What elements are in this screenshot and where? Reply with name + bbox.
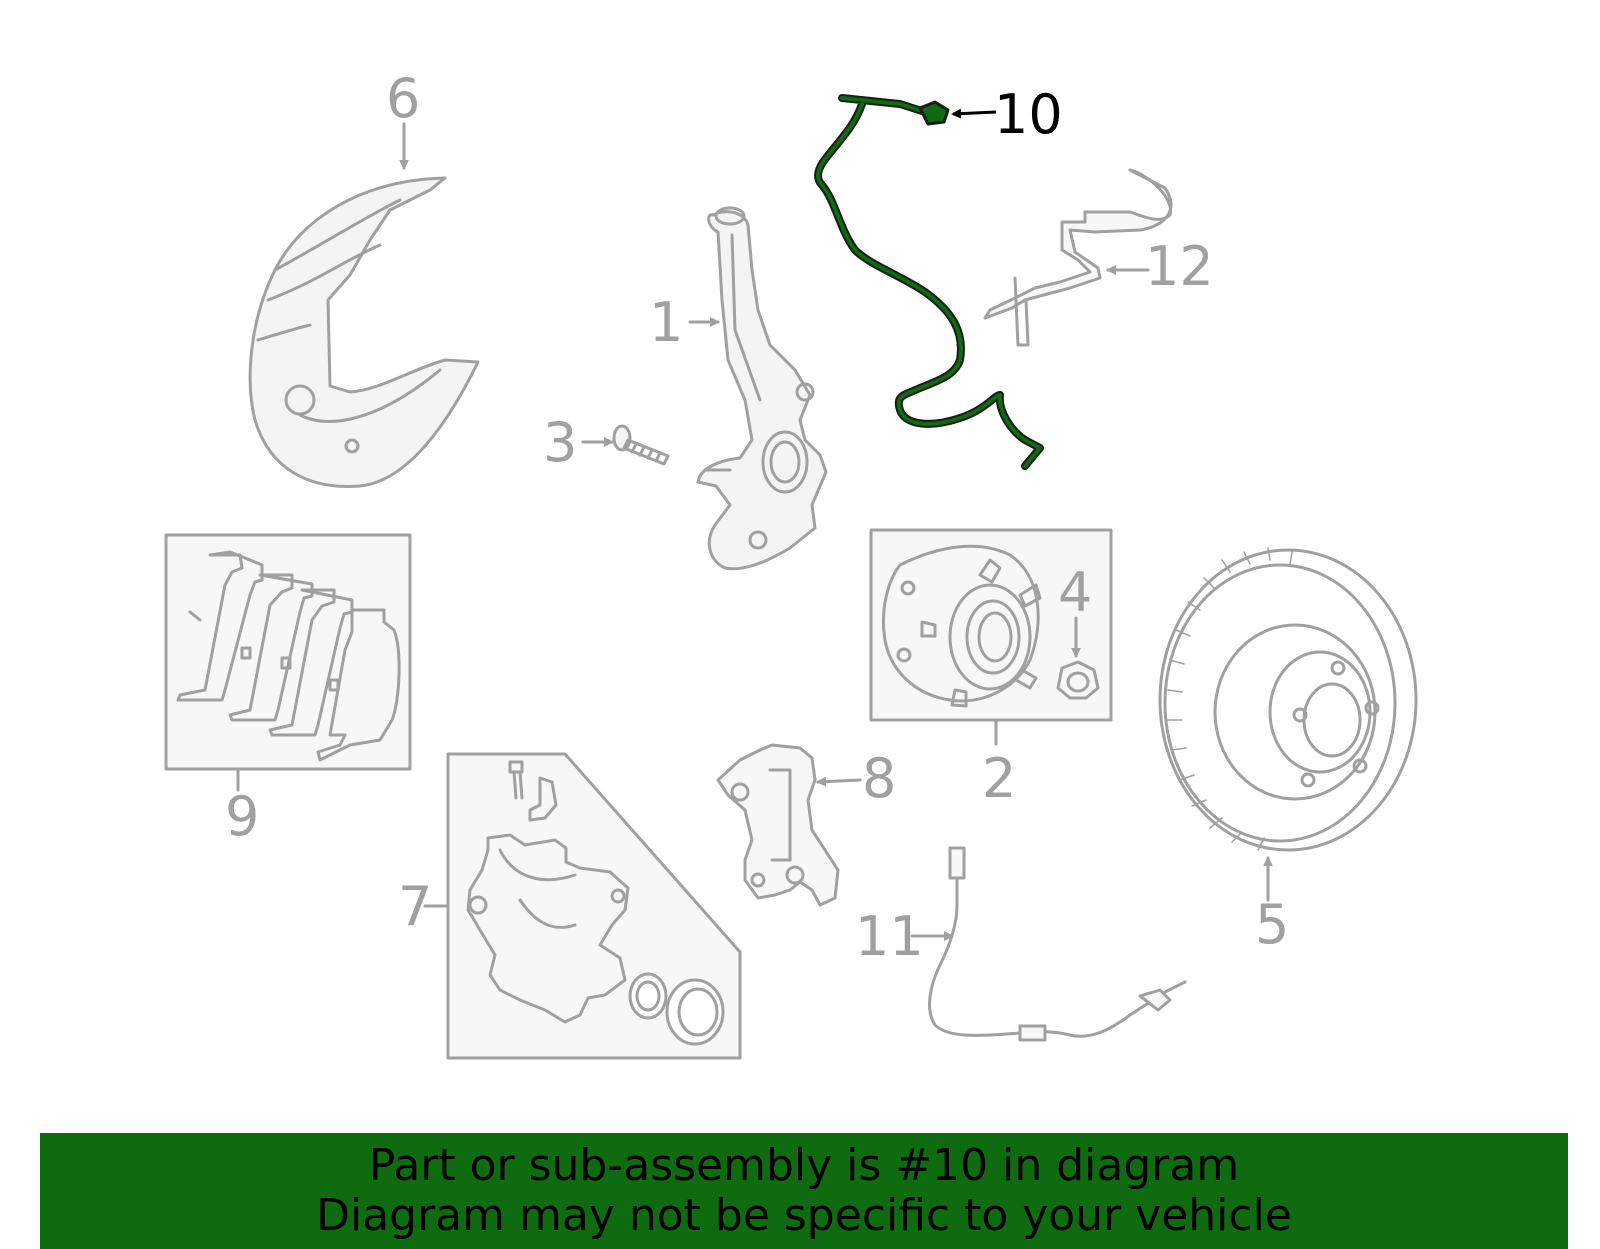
part-6-splash-shield [248,176,480,488]
callout-6[interactable]: 6 [386,67,421,130]
callout-5[interactable]: 5 [1255,893,1290,956]
part-8-caliper-bracket [716,743,840,907]
part-1-steering-knuckle [696,206,828,571]
part-2-wheel-hub [881,544,1042,708]
callout-11[interactable]: 11 [855,905,924,968]
part-7-brake-caliper [466,760,725,1046]
callout-8[interactable]: 8 [862,747,897,810]
part-12-wear-sensor [983,168,1173,347]
info-banner: Part or sub-assembly is #10 in diagram D… [40,1133,1568,1249]
part-3-bolt [612,424,670,466]
callout-12[interactable]: 12 [1145,235,1214,298]
callout-7[interactable]: 7 [398,875,433,938]
banner-line-1: Part or sub-assembly is #10 in diagram [368,1140,1240,1191]
part-9-brake-pads [176,550,401,762]
callout-1[interactable]: 1 [649,291,684,354]
part-5-brake-rotor [1158,547,1418,852]
callout-3[interactable]: 3 [543,411,578,474]
callout-10[interactable]: 10 [994,83,1063,146]
part-4-hub-nut [1056,660,1100,700]
callout-4[interactable]: 4 [1058,561,1093,624]
part-11-rear-wheel-sensor [928,846,1187,1042]
part-10-abs-sensor-harness [814,94,1044,470]
banner-line-2: Diagram may not be specific to your vehi… [316,1190,1292,1241]
callout-2[interactable]: 2 [982,747,1017,810]
callout-9[interactable]: 9 [225,785,260,848]
